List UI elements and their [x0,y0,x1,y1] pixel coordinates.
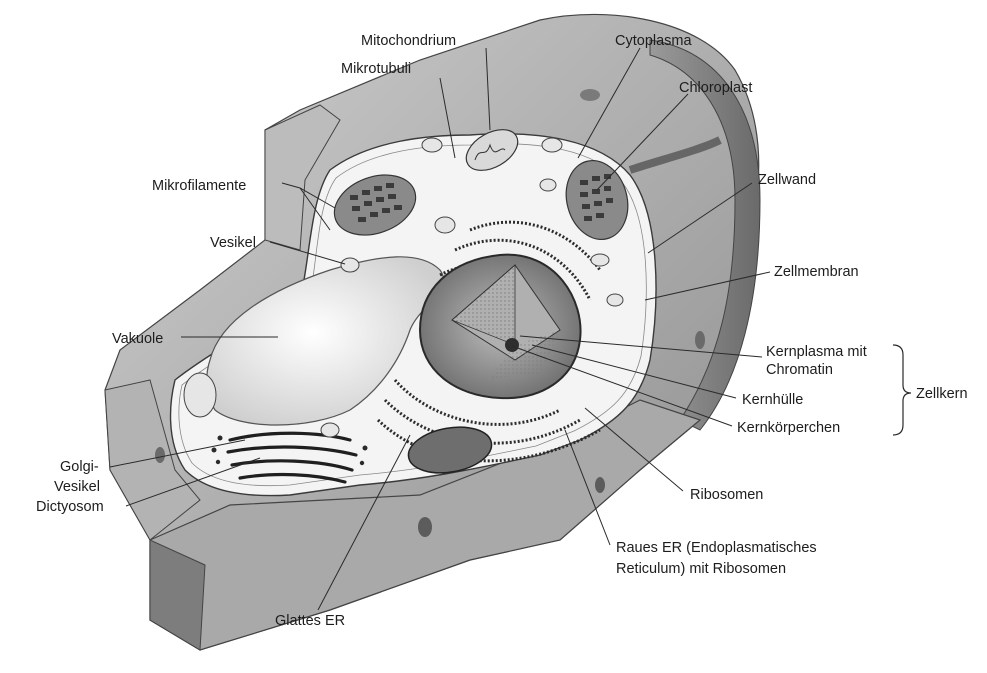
leader-lines [109,47,771,611]
label-glattes-er: Glattes ER [275,613,345,629]
leader-ribosomen [584,407,684,492]
leader-dictyosom [125,457,261,507]
label-chloroplast: Chloroplast [679,80,752,96]
label-raues-er-line2: Reticulum) mit Ribosomen [616,561,786,577]
label-golgi-line2: Vesikel [54,479,100,495]
nucleolus [505,338,519,352]
leader-zellwand [647,182,753,254]
chloroplast-right [565,159,629,241]
label-kernkoerperchen: Kernkörperchen [737,420,840,436]
label-zellmembran: Zellmembran [774,264,859,280]
chloroplast-left [333,174,417,236]
label-vesikel: Vesikel [210,235,256,251]
label-mikrofilamente: Mikrofilamente [152,178,246,194]
small-organelles [183,137,624,438]
label-kernplasma-line1: Kernplasma mit [766,344,867,360]
leader-cytoplasma [577,47,641,159]
leader-zellmembran [644,271,771,301]
nucleus [418,253,582,400]
leader-kernkoerperchen [511,345,733,427]
label-dictyosom: Dictyosom [36,499,104,515]
zellkern-brace [892,344,912,436]
leader-glattes-er [317,434,411,611]
label-kernplasma-line2: Chromatin [766,362,833,378]
leader-golgi [109,439,246,468]
label-zellkern: Zellkern [916,386,968,402]
leader-kernplasma [519,335,763,358]
leader-mikrotubuli [439,77,456,159]
leader-vesikel [269,241,346,265]
label-mikrotubuli: Mikrotubuli [341,61,411,77]
leader-kernhuelle [531,344,737,399]
label-vakuole: Vakuole [112,331,163,347]
label-golgi-line1: Golgi- [60,459,99,475]
glattes-er-body [407,426,493,474]
leader-raues-er [564,429,611,546]
label-mitochondrium: Mitochondrium [361,33,456,49]
vacuole [206,256,445,426]
mitochondrion [465,129,519,171]
leader-chloroplast [596,93,689,191]
label-kernhuelle: Kernhülle [742,392,803,408]
leader-mikrofilamente-2 [299,187,331,231]
label-raues-er-line1: Raues ER (Endoplasmatisches [616,540,817,556]
golgi-vesicles [211,435,368,466]
label-ribosomen: Ribosomen [690,487,763,503]
leader-mitochondrium [485,47,491,131]
label-cytoplasma: Cytoplasma [615,33,692,49]
label-zellwand: Zellwand [758,172,816,188]
